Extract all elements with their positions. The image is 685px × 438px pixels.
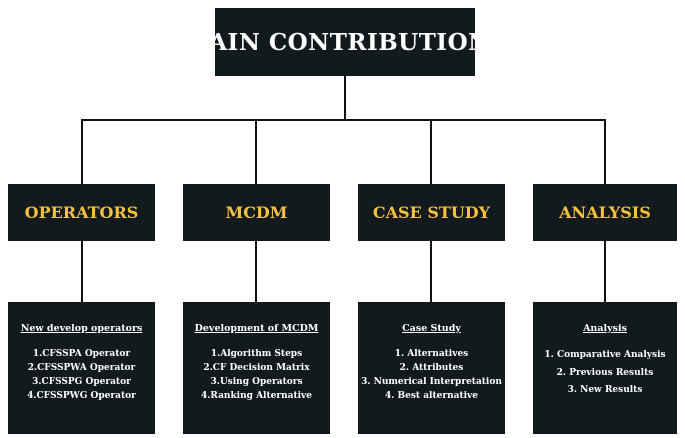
detail-box-mcdm: Development of MCDM 1.Algorithm Steps 2.… <box>183 302 330 434</box>
detail-box-analysis: Analysis 1. Comparative Analysis 2. Prev… <box>533 302 677 434</box>
category-title-operators: OPERATORS <box>24 203 139 222</box>
detail-list-analysis: 1. Comparative Analysis 2. Previous Resu… <box>544 347 665 400</box>
detail-heading-case-study: Case Study <box>402 323 461 334</box>
connector-operators-detail <box>81 241 83 302</box>
connector-horizontal-bar <box>81 119 606 121</box>
root-title: MAIN CONTRIBUTIONS <box>183 28 507 56</box>
list-item: 2.CFSSPWA Operator <box>27 363 136 373</box>
connector-to-case-study <box>430 119 432 184</box>
category-title-mcdm: MCDM <box>225 203 288 222</box>
list-item: 3.CFSSPG Operator <box>32 377 131 387</box>
category-box-case-study: CASE STUDY <box>358 184 505 241</box>
category-box-mcdm: MCDM <box>183 184 330 241</box>
category-title-case-study: CASE STUDY <box>372 203 491 222</box>
category-box-analysis: ANALYSIS <box>533 184 677 241</box>
list-item: 3. Numerical Interpretation <box>361 377 502 387</box>
list-item: 4.CFSSPWG Operator <box>27 391 136 401</box>
connector-to-operators <box>81 119 83 184</box>
category-title-analysis: ANALYSIS <box>559 203 651 222</box>
detail-list-case-study: 1. Alternatives 2. Attributes 3. Numeric… <box>361 347 502 403</box>
list-item: 2. Attributes <box>399 363 464 373</box>
list-item: 1.CFSSPA Operator <box>32 349 131 359</box>
list-item: 1. Comparative Analysis <box>544 350 666 360</box>
connector-to-mcdm <box>255 119 257 184</box>
connector-root-down <box>344 76 346 120</box>
category-box-operators: OPERATORS <box>8 184 155 241</box>
detail-list-operators: 1.CFSSPA Operator 2.CFSSPWA Operator 3.C… <box>27 347 136 403</box>
list-item: 4. Best alternative <box>384 391 478 401</box>
connector-mcdm-detail <box>255 241 257 302</box>
detail-heading-operators: New develop operators <box>20 323 143 334</box>
list-item: 2. Previous Results <box>556 367 654 378</box>
list-item: 4.Ranking Alternative <box>200 391 312 401</box>
list-item: 1.Algorithm Steps <box>210 349 303 359</box>
connector-to-analysis <box>604 119 606 184</box>
list-item: 3.Using Operators <box>210 377 303 387</box>
detail-list-mcdm: 1.Algorithm Steps 2.CF Decision Matrix 3… <box>201 347 312 403</box>
detail-box-operators: New develop operators 1.CFSSPA Operator … <box>8 302 155 434</box>
list-item: 1. Alternatives <box>394 349 469 359</box>
detail-heading-analysis: Analysis <box>583 323 627 334</box>
detail-heading-mcdm: Development of MCDM <box>194 323 319 334</box>
list-item: 2.CF Decision Matrix <box>203 363 310 373</box>
root-box: MAIN CONTRIBUTIONS <box>183 8 506 76</box>
list-item: 3. New Results <box>567 385 643 395</box>
detail-box-case-study: Case Study 1. Alternatives 2. Attributes… <box>358 302 505 434</box>
connector-case-study-detail <box>430 241 432 302</box>
connector-analysis-detail <box>604 241 606 302</box>
